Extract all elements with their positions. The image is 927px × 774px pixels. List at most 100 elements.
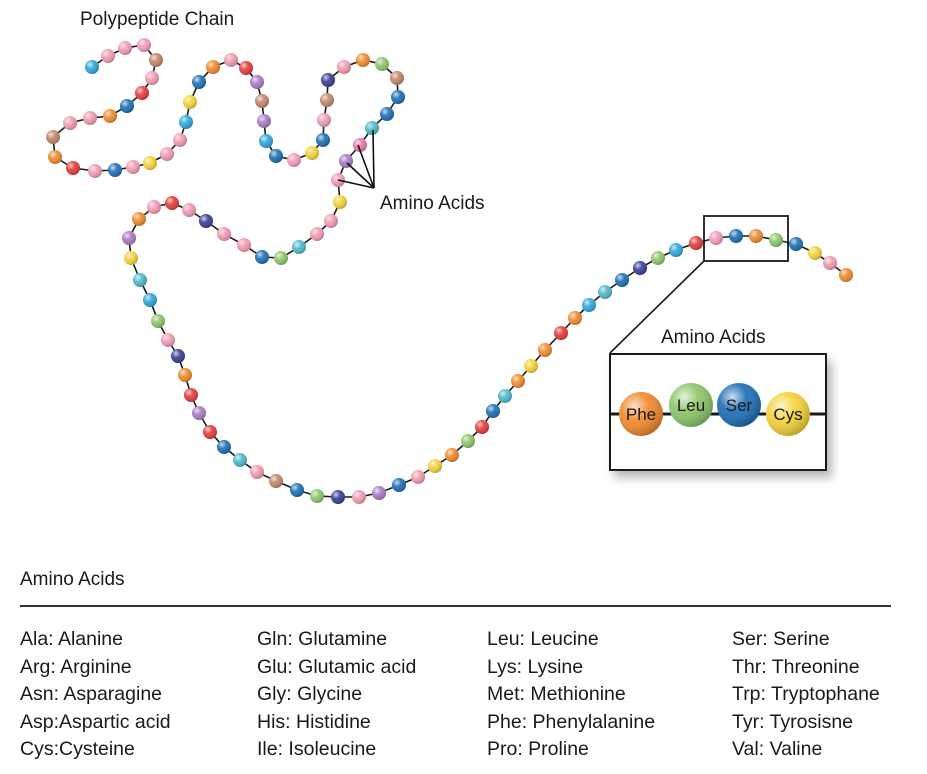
legend-entry: Val: Valine xyxy=(732,738,823,760)
inset-residue-highlight xyxy=(717,383,761,427)
bead-highlight xyxy=(375,57,389,71)
legend-entry: Ser: Serine xyxy=(732,628,830,650)
legend-entry: Thr: Threonine xyxy=(732,655,860,678)
bead-highlight xyxy=(135,86,149,100)
inset-title: Amino Acids xyxy=(661,327,766,348)
bead-highlight xyxy=(356,53,370,67)
bead-highlight xyxy=(122,231,136,245)
bead-highlight xyxy=(184,388,198,402)
bead-highlight xyxy=(511,374,525,388)
bead-highlight xyxy=(292,240,306,254)
bead-highlight xyxy=(372,486,386,500)
legend-entry: Asn: Asparagine xyxy=(20,683,163,705)
bead-highlight xyxy=(118,41,132,55)
bead-highlight xyxy=(108,163,122,177)
bead-highlight xyxy=(729,229,743,243)
bead-highlight xyxy=(217,440,231,454)
bead-highlight xyxy=(88,164,102,178)
bead-highlight xyxy=(365,121,379,135)
bead-highlight xyxy=(411,470,425,484)
bead-highlight xyxy=(445,448,459,462)
bead-highlight xyxy=(85,60,99,74)
legend-entry: Arg: Arginine xyxy=(20,655,132,678)
legend-entry: Gly: Glycine xyxy=(257,683,363,705)
bead-highlight xyxy=(66,161,80,175)
bead-highlight xyxy=(598,285,612,299)
legend-entry: Asp:Aspartic acid xyxy=(20,710,171,733)
inset-residue-highlight xyxy=(669,383,713,427)
bead-highlight xyxy=(524,359,538,373)
bead-highlight xyxy=(317,113,331,127)
pointer-lines xyxy=(337,129,375,189)
bead-highlight xyxy=(161,333,175,347)
bead-highlight xyxy=(310,489,324,503)
inset-residue-chain: Phe Leu Ser Cys xyxy=(611,383,825,436)
bead-highlight xyxy=(486,404,500,418)
bead-highlight xyxy=(83,111,97,125)
bead-highlight xyxy=(145,71,159,85)
bead-highlight xyxy=(352,490,366,504)
diagram-title: Polypeptide Chain xyxy=(80,9,235,30)
bead-highlight xyxy=(133,273,147,287)
bead-highlight xyxy=(137,38,151,52)
amino-acid-beads xyxy=(46,38,853,504)
bead-highlight xyxy=(182,203,196,217)
bead-highlight xyxy=(48,150,62,164)
bead-highlight xyxy=(337,60,351,74)
bead-highlight xyxy=(239,61,253,75)
bead-highlight xyxy=(101,49,115,63)
bead-highlight xyxy=(255,250,269,264)
bead-highlight xyxy=(353,138,367,152)
legend-title: Amino Acids xyxy=(20,569,125,590)
bead-highlight xyxy=(380,107,394,121)
bead-highlight xyxy=(615,273,629,287)
bead-highlight xyxy=(669,243,683,257)
bead-highlight xyxy=(179,115,193,129)
bead-highlight xyxy=(391,90,405,104)
bead-highlight xyxy=(132,212,146,226)
bead-highlight xyxy=(224,53,238,67)
bead-highlight xyxy=(331,490,345,504)
legend-column-2: Gln: Glutamine Glu: Glutamic acid Gly: G… xyxy=(257,626,416,764)
legend-entry: Leu: Leucine xyxy=(487,628,599,650)
bead-highlight xyxy=(305,146,319,160)
legend-entry: Trp: Tryptophane xyxy=(732,683,880,705)
legend-entry: Cys:Cysteine xyxy=(20,738,135,760)
bead-highlight xyxy=(147,200,161,214)
bead-highlight xyxy=(143,293,157,307)
inset-residue-label: Cys xyxy=(773,405,802,424)
bead-highlight xyxy=(392,478,406,492)
legend-divider xyxy=(20,605,891,607)
legend-entry: Lys: Lysine xyxy=(487,655,584,678)
bead-highlight xyxy=(839,268,853,282)
inset-residue-label: Phe xyxy=(626,405,656,424)
inset-residue-highlight xyxy=(619,392,663,436)
legend-entry: Pro: Proline xyxy=(487,738,589,760)
bead-highlight xyxy=(237,238,251,252)
bead-highlight xyxy=(183,95,197,109)
bead-highlight xyxy=(823,256,837,270)
bead-highlight xyxy=(203,425,217,439)
legend-column-4: Ser: Serine Thr: Threonine Trp: Tryptoph… xyxy=(732,626,880,764)
bead-highlight xyxy=(808,246,822,260)
bead-highlight xyxy=(498,389,512,403)
bead-highlight xyxy=(233,453,247,467)
bead-highlight xyxy=(259,134,273,148)
bead-highlight xyxy=(151,314,165,328)
bead-highlight xyxy=(217,227,231,241)
inset-residue-label: Ser xyxy=(726,396,753,415)
bead-highlight xyxy=(461,434,475,448)
inset-residue-highlight xyxy=(766,392,810,436)
legend-entry: His: Histidine xyxy=(257,710,371,733)
bead-highlight xyxy=(63,116,77,130)
legend-entry: Tyr: Tyrosisne xyxy=(732,710,854,733)
bead-highlight xyxy=(428,459,442,473)
bead-highlight xyxy=(320,93,334,107)
inset-residue-label: Leu xyxy=(677,396,705,415)
bead-highlight xyxy=(689,236,703,250)
bead-highlight xyxy=(333,195,347,209)
bead-highlight xyxy=(321,73,335,87)
bead-highlight xyxy=(324,214,338,228)
legend-entry: Ala: Alanine xyxy=(20,628,123,650)
bead-highlight xyxy=(199,214,213,228)
